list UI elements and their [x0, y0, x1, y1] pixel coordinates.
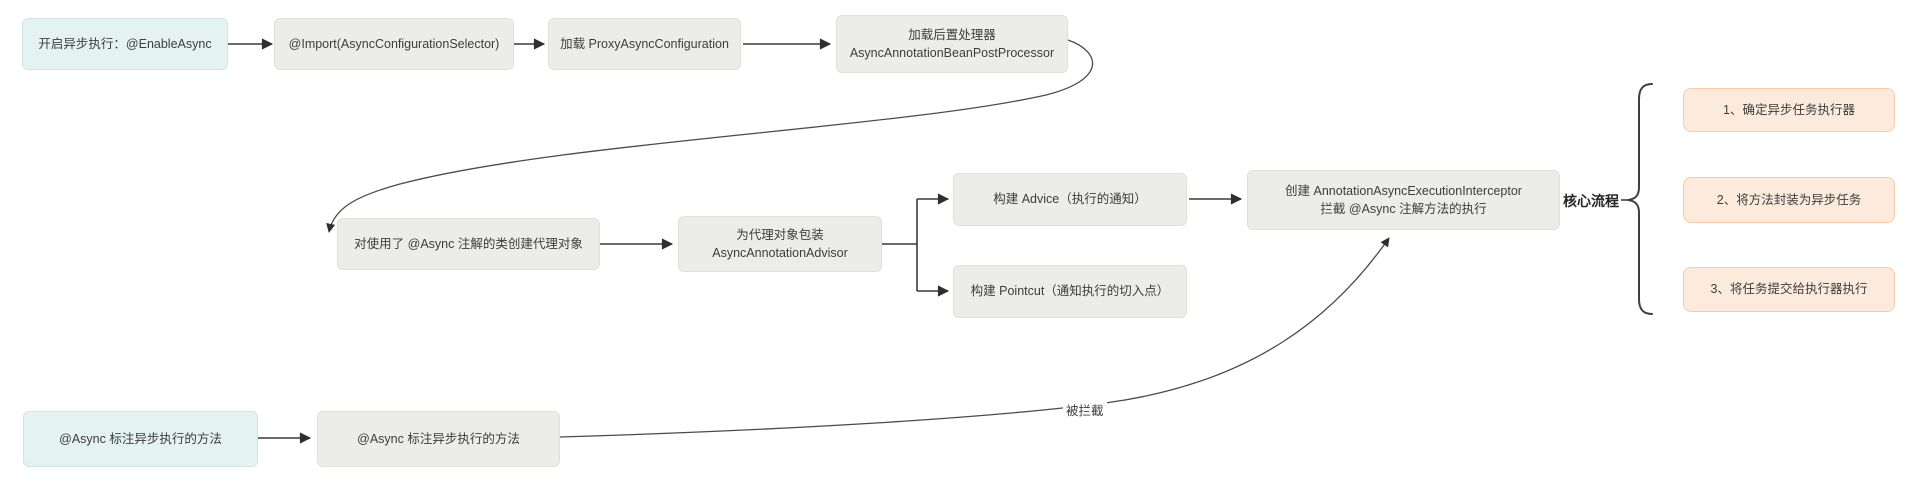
- node-async-method: @Async 标注异步执行的方法: [23, 411, 258, 467]
- core-step-2: 2、将方法封装为异步任务: [1683, 177, 1895, 223]
- node-build-pointcut: 构建 Pointcut（通知执行的切入点）: [953, 265, 1187, 318]
- core-step-1: 1、确定异步任务执行器: [1683, 88, 1895, 132]
- node-create-interceptor: 创建 AnnotationAsyncExecutionInterceptor 拦…: [1247, 170, 1560, 230]
- node-load-proxy-config: 加载 ProxyAsyncConfiguration: [548, 18, 741, 70]
- node-create-interceptor-line2: 拦截 @Async 注解方法的执行: [1320, 202, 1487, 216]
- node-enable-async: 开启异步执行：@EnableAsync: [22, 18, 228, 70]
- node-wrap-advisor-line2: AsyncAnnotationAdvisor: [712, 246, 848, 260]
- node-async-method-proxy: @Async 标注异步执行的方法: [317, 411, 560, 467]
- brace-core-flow: [1627, 83, 1653, 315]
- core-flow-label: 核心流程: [1563, 193, 1619, 209]
- node-load-post-processor-line2: AsyncAnnotationBeanPostProcessor: [849, 46, 1055, 60]
- node-load-post-processor: 加载后置处理器 AsyncAnnotationBeanPostProcessor: [836, 15, 1068, 73]
- node-wrap-advisor-line1: 为代理对象包装: [736, 227, 824, 242]
- node-wrap-advisor: 为代理对象包装 AsyncAnnotationAdvisor: [678, 216, 882, 272]
- node-load-post-processor-line1: 加载后置处理器: [908, 27, 996, 42]
- node-create-interceptor-line1: 创建 AnnotationAsyncExecutionInterceptor: [1285, 183, 1522, 198]
- node-import-selector: @Import(AsyncConfigurationSelector): [274, 18, 514, 70]
- core-step-3: 3、将任务提交给执行器执行: [1683, 267, 1895, 312]
- node-create-proxy: 对使用了 @Async 注解的类创建代理对象: [337, 218, 600, 270]
- node-build-advice: 构建 Advice（执行的通知）: [953, 173, 1187, 226]
- intercepted-label: 被拦截: [1063, 400, 1107, 419]
